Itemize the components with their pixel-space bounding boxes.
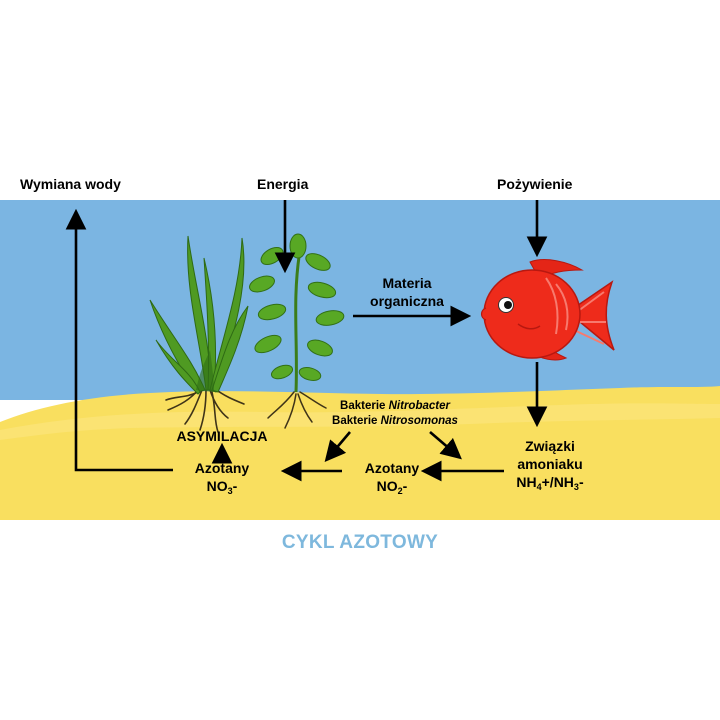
label-bacteria: Bakterie Nitrobacter Bakterie Nitrosomon… <box>320 399 470 429</box>
water-area <box>0 200 720 400</box>
formula-base: NO <box>206 478 228 494</box>
label-nitrites-formula: NO2- <box>352 477 432 496</box>
label-nitrates: Azotany NO3- <box>182 459 262 496</box>
formula-suffix: - <box>402 478 408 494</box>
label-nitrates-formula: NO3- <box>182 477 262 496</box>
label-energy: Energia <box>257 176 309 192</box>
leafy-plant-icon <box>249 233 345 429</box>
label-nitrates-line1: Azotany <box>194 460 250 476</box>
label-nitrites-line1: Azotany <box>364 460 420 476</box>
formula-mid: +/NH <box>541 474 574 490</box>
arrow-nitrobacter <box>324 431 351 462</box>
bacteria-prefix: Bakterie <box>332 415 381 427</box>
label-bacteria-nitrosomonas: Bakterie Nitrosomonas <box>320 414 470 429</box>
label-organic-matter-line1: Materia <box>382 275 432 291</box>
label-assimilation: ASYMILACJA <box>176 428 268 444</box>
formula-base: NO <box>376 478 398 494</box>
arrow-water-exchange <box>65 208 173 472</box>
label-ammonia-line2: amoniaku <box>517 456 583 472</box>
formula-subscript-b: 3 <box>573 482 579 492</box>
formula-subscript: 2 <box>397 486 403 496</box>
formula-subscript: 3 <box>227 486 233 496</box>
label-ammonia-line1: Związki <box>525 438 575 454</box>
vallisneria-plant-icon <box>149 235 249 433</box>
bacteria-prefix: Bakterie <box>340 400 389 412</box>
label-organic-matter-line2: organiczna <box>370 293 444 309</box>
diagram-title: CYKL AZOTOWY <box>281 532 439 553</box>
label-food: Pożywienie <box>497 176 573 192</box>
formula-suffix: - <box>578 474 584 490</box>
formula-suffix: - <box>232 478 238 494</box>
label-nitrites: Azotany NO2- <box>352 459 432 496</box>
bacteria-name-nitrobacter: Nitrobacter <box>388 400 450 412</box>
label-water-exchange: Wymiana wody <box>20 176 121 192</box>
arrow-nitrosomonas <box>429 431 462 460</box>
label-bacteria-nitrobacter: Bakterie Nitrobacter <box>320 399 470 414</box>
label-organic-matter: Materia organiczna <box>362 274 452 310</box>
fish-icon <box>480 259 615 361</box>
formula-subscript-a: 4 <box>536 482 542 492</box>
formula-base-a: NH <box>516 474 537 490</box>
label-ammonia: Związki amoniaku NH4+/NH3- <box>500 437 600 492</box>
bacteria-name-nitrosomonas: Nitrosomonas <box>380 415 458 427</box>
label-ammonia-formula: NH4+/NH3- <box>500 473 600 492</box>
